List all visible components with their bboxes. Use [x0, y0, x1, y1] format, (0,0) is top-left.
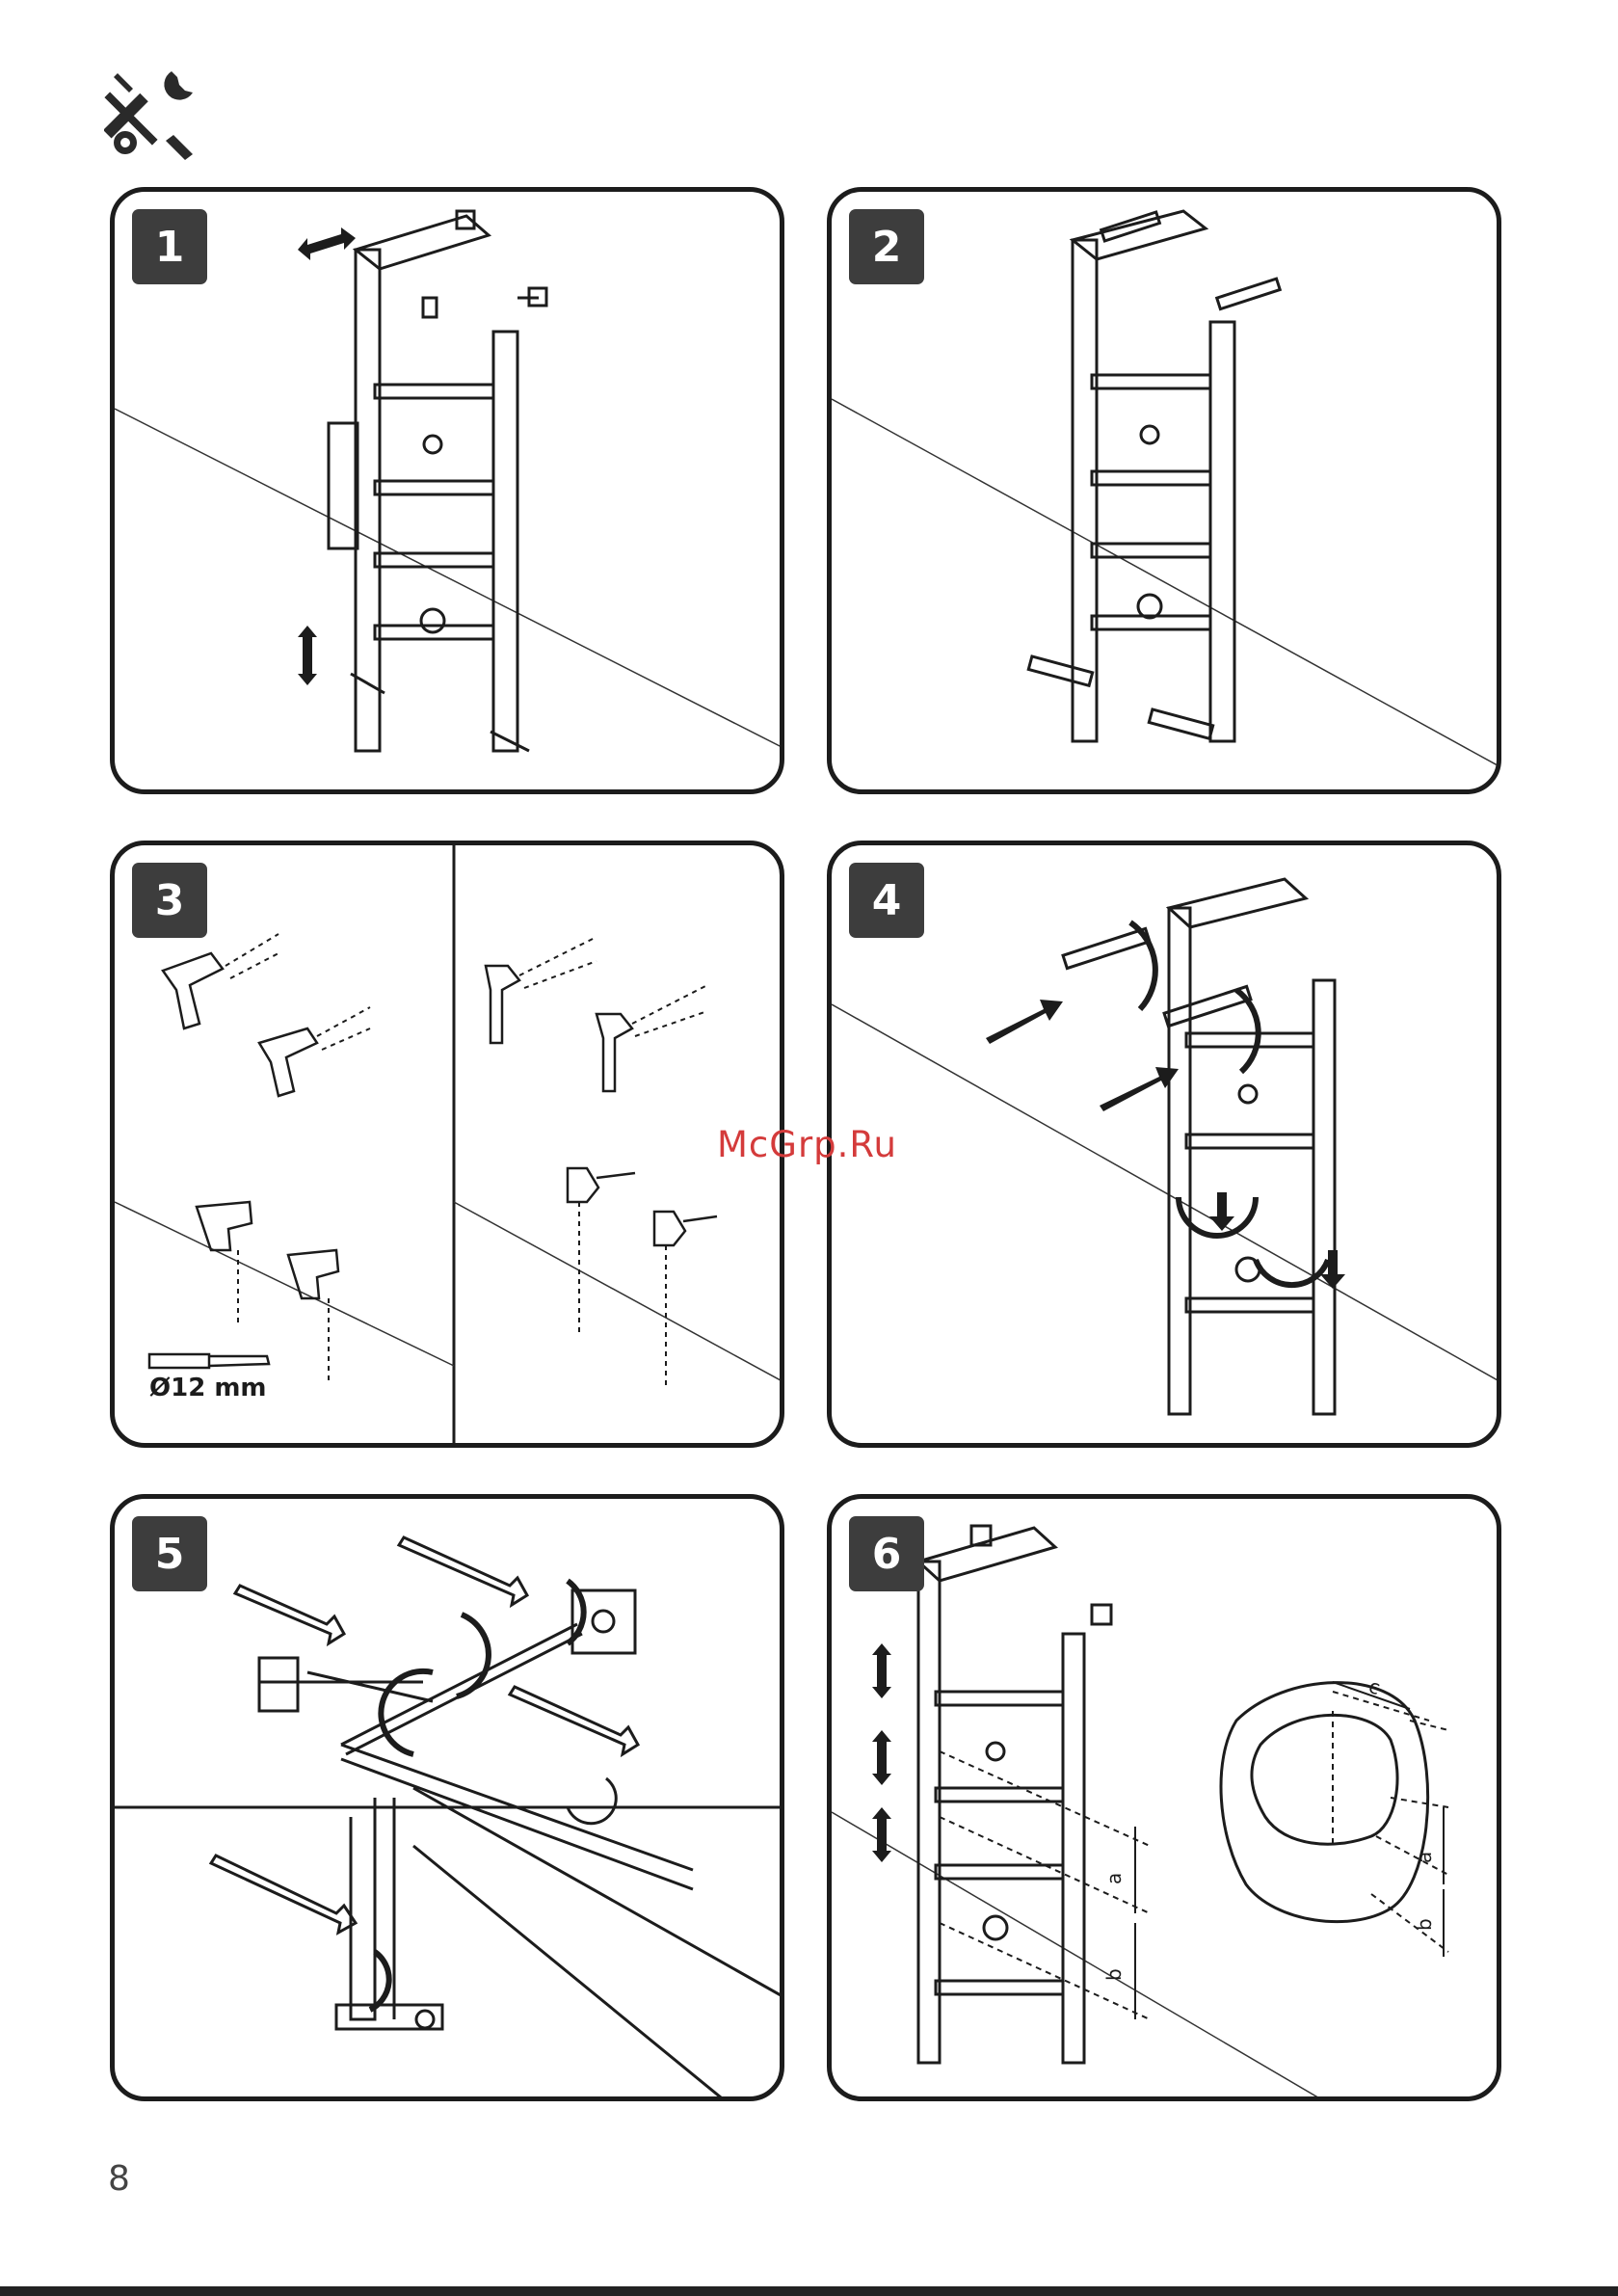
step-number-badge: 4: [849, 863, 924, 938]
drill-size-label: Ø12 mm: [149, 1374, 267, 1402]
step-5-panel: 5: [110, 1494, 784, 2101]
step-number-badge: 5: [132, 1516, 207, 1591]
step-number-badge: 1: [132, 209, 207, 284]
dimension-label-b: b: [1102, 1968, 1126, 1981]
urinal-positioning-illustration: a b a b c: [832, 1499, 1501, 2101]
step-number-badge: 6: [849, 1516, 924, 1591]
wrench-screwdriver-icon: [104, 66, 200, 162]
dimension-label-c: c: [1366, 1674, 1383, 1699]
dimension-label-b-urinal: b: [1413, 1918, 1436, 1931]
step-3-panel: 3 Ø12 mm: [110, 841, 784, 1448]
frame-levelling-illustration: [115, 192, 784, 794]
step-4-panel: 4: [827, 841, 1501, 1448]
step-number-badge: 3: [132, 863, 207, 938]
step-number-badge: 2: [849, 209, 924, 284]
page-number: 8: [108, 2159, 130, 2199]
dimension-label-a: a: [1102, 1873, 1126, 1884]
drilling-and-dowels-illustration: [115, 845, 784, 1448]
floor-support-extension-illustration: [832, 192, 1501, 794]
step-6-panel: 6: [827, 1494, 1501, 2101]
bottom-rule: [0, 2286, 1618, 2296]
dimension-label-a-urinal: a: [1413, 1852, 1436, 1863]
step-1-panel: 1: [110, 187, 784, 794]
step-2-panel: 2: [827, 187, 1501, 794]
watermark: McGrp.Ru: [717, 1124, 897, 1165]
frame-fixing-illustration: [832, 845, 1501, 1448]
threaded-rod-cutting-illustration: [115, 1499, 784, 2101]
